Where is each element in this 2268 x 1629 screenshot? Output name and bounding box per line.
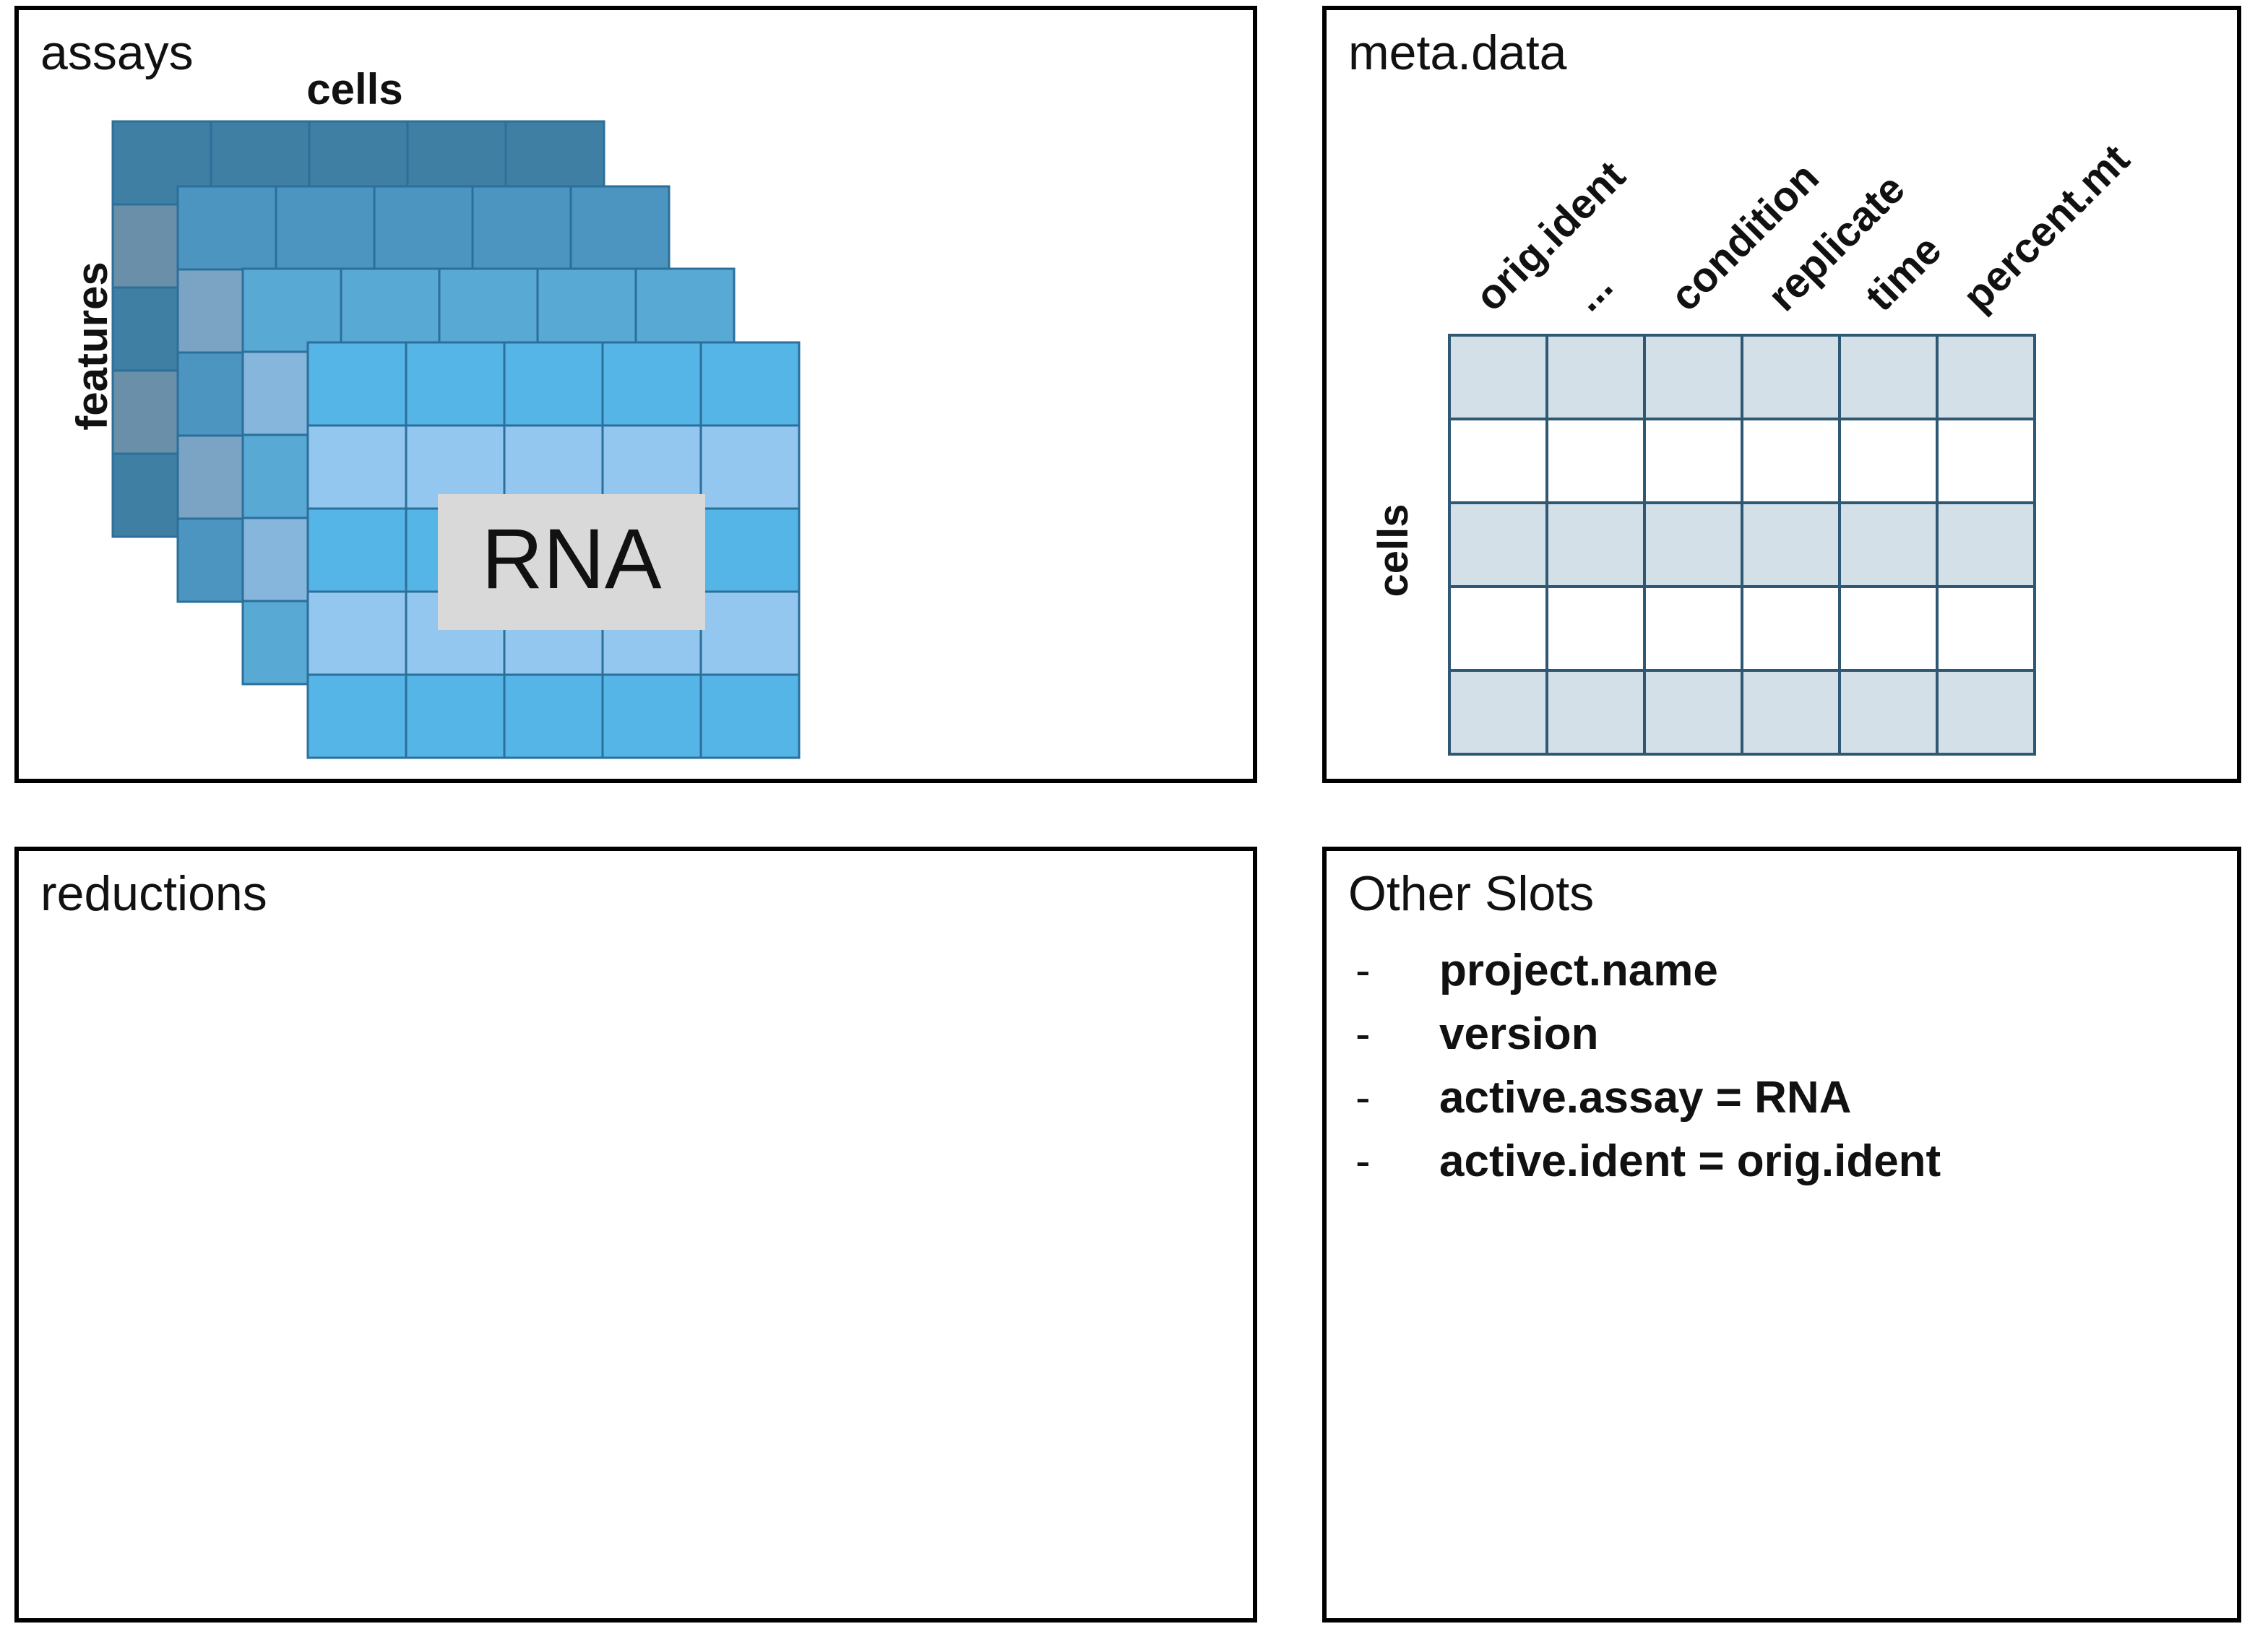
meta-data-cell [1838,669,1939,756]
assay-cell [306,507,408,593]
assay-cell [438,267,539,353]
assays-panel: assays RNA cells features [14,6,1257,783]
meta-data-cell [1838,501,1939,588]
assay-cell [699,673,801,759]
slot-version: version [1439,1009,1599,1059]
meta-data-title: meta.data [1348,25,1567,80]
meta-data-cells-label: cells [1370,504,1417,597]
assay-cell [373,185,474,271]
assay-cell [275,185,376,271]
meta-data-cell [1448,585,1548,672]
assay-cell [536,267,637,353]
meta-data-cell [1741,669,1841,756]
meta-data-cell [1741,418,1841,504]
assay-cell [699,507,801,593]
meta-data-cell [1936,334,2036,420]
slot-project-name: project.name [1439,946,1718,995]
assay-name-box [438,494,705,630]
meta-data-cell [1448,418,1548,504]
meta-data-cell [1545,585,1646,672]
meta-data-cell [1448,334,1548,420]
meta-data-cell [1643,418,1743,504]
assay-cell [503,341,604,427]
assay-cell [306,673,408,759]
assay-cell [306,424,408,510]
meta-data-cell [1545,418,1646,504]
slot-active-assay: active.assay = RNA [1439,1073,1852,1123]
meta-data-cell [1936,585,2036,672]
meta-data-cell [1838,418,1939,504]
meta-data-cell [1741,585,1841,672]
assay-cell [569,185,671,271]
meta-data-cell [1741,334,1841,420]
assay-cell [503,673,604,759]
list-bullet: - [1355,1136,1371,1186]
meta-data-column-header: percent.mt [1954,136,2139,321]
meta-data-cell [1936,501,2036,588]
other-slots-title: Other Slots [1348,866,1595,921]
assay-cell [699,424,801,510]
assay-cell [471,185,572,271]
list-bullet: - [1355,1073,1371,1123]
meta-data-cell [1643,501,1743,588]
meta-data-cell [1545,334,1646,420]
assay-cell [405,341,506,427]
assay-cell [306,590,408,676]
meta-data-column-header: ... [1564,262,1621,320]
assays-title: assays [40,25,194,80]
meta-data-cell [1448,669,1548,756]
list-bullet: - [1355,1009,1371,1059]
assay-cell [306,341,408,427]
meta-data-cell [1643,585,1743,672]
meta-data-cell [1545,501,1646,588]
meta-data-cell [1448,501,1548,588]
list-bullet: - [1355,946,1371,995]
assay-cell [601,673,702,759]
assay-layers-diagram: RNA cells features [68,65,801,759]
assays-features-label: features [68,262,116,430]
assay-cell [241,267,342,353]
reductions-panel: reductions [14,847,1257,1622]
assay-cell [601,341,702,427]
meta-data-cell [1643,334,1743,420]
reductions-title: reductions [40,866,267,921]
slot-active-ident: active.ident = orig.ident [1439,1136,1941,1186]
meta-data-cell [1741,501,1841,588]
assay-cell [176,185,277,271]
assay-cell [699,341,801,427]
assay-cell [699,590,801,676]
assay-cell [634,267,736,353]
meta-data-cell [1936,669,2036,756]
meta-data-cell [1643,669,1743,756]
assay-cell [405,673,506,759]
other-slots-panel: Other Slots - project.name - version - a… [1322,847,2241,1622]
meta-data-cell [1936,418,2036,504]
meta-data-cell [1545,669,1646,756]
meta-data-cell [1838,585,1939,672]
assay-cell [340,267,441,353]
assay-name-label: RNA [481,511,661,607]
meta-data-cell [1838,334,1939,420]
assays-cells-label: cells [306,65,402,113]
